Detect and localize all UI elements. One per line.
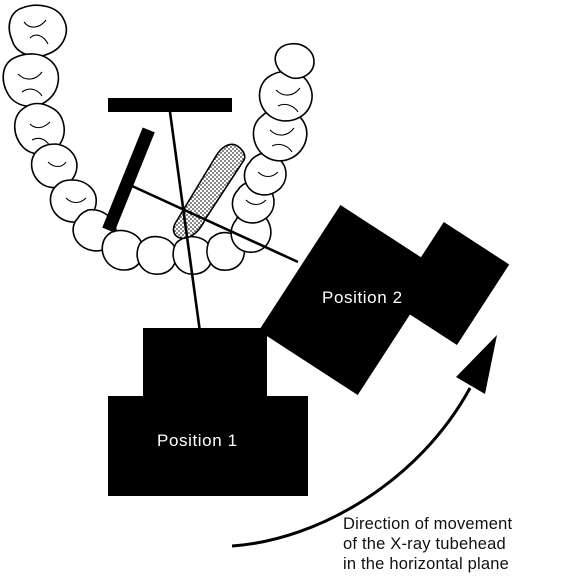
tooth-incisor-2 <box>136 235 178 275</box>
tubehead-position-2 <box>258 204 510 396</box>
tubehead-position-1: Position 1 <box>108 328 308 496</box>
beam-line-position-2 <box>131 184 299 264</box>
caption-line-3: in the horizontal plane <box>343 555 510 573</box>
tooth-right-premolar-2 <box>243 152 287 196</box>
tooth-right-molar-3 <box>274 42 315 80</box>
tooth-left-molar-3 <box>13 102 65 155</box>
caption-line-2: of the X-ray tubehead <box>343 535 506 553</box>
position-1-label: Position 1 <box>157 431 238 450</box>
beam-line-position-1 <box>168 111 202 333</box>
tooth-left-molar-2 <box>2 53 60 107</box>
caption-line-1: Direction of movement <box>343 515 513 533</box>
tooth-left-molar-1 <box>8 4 68 58</box>
dental-arch <box>2 4 315 275</box>
movement-arrow-head-icon <box>456 335 497 394</box>
film-bar-angled <box>102 127 155 233</box>
movement-arrow-curve <box>231 387 472 548</box>
movement-caption: Direction of movement of the X-ray tubeh… <box>343 514 568 574</box>
position-2-label: Position 2 <box>322 288 403 307</box>
tooth-right-molar-2 <box>258 70 313 122</box>
film-bar-top <box>108 98 232 112</box>
